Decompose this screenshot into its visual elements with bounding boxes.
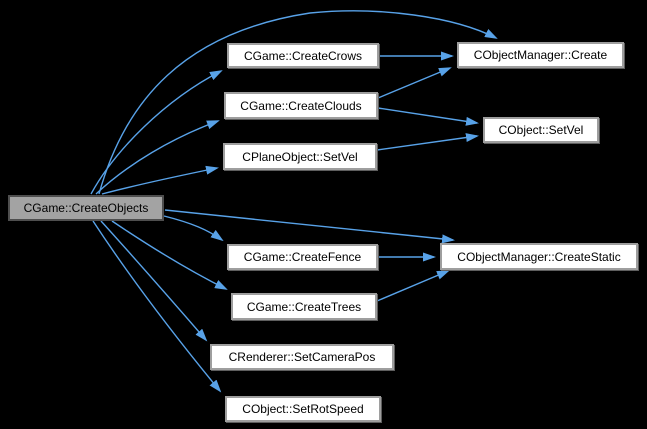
node-create-fence[interactable]: CGame::CreateFence (227, 244, 378, 270)
node-objectmanager-create[interactable]: CObjectManager::Create (457, 42, 624, 68)
node-renderer-setcamerapos[interactable]: CRenderer::SetCameraPos (210, 344, 394, 370)
node-cobject-setvel[interactable]: CObject::SetVel (483, 117, 599, 143)
node-create-clouds[interactable]: CGame::CreateClouds (224, 92, 378, 119)
node-cplaneobject-setvel[interactable]: CPlaneObject::SetVel (223, 143, 377, 170)
edge-create-objects-to-cplaneobject-setvel (101, 165, 219, 195)
edge-create-objects-to-create-trees (111, 220, 228, 290)
edge-create-trees-to-objectmanager-createstatic (376, 270, 450, 302)
edge-create-objects-to-cobject-setrotspeed (92, 220, 222, 393)
node-create-crows[interactable]: CGame::CreateCrows (227, 43, 379, 68)
edge-create-objects-to-renderer-setcamerapos (100, 220, 208, 342)
edge-create-clouds-to-objectmanager-create (377, 67, 452, 99)
edge-create-clouds-to-cobject-setvel (377, 107, 479, 126)
node-cobject-setrotspeed[interactable]: CObject::SetRotSpeed (225, 396, 381, 422)
node-objectmanager-createstatic[interactable]: CObjectManager::CreateStatic (440, 243, 638, 270)
edge-create-objects-to-objectmanager-createstatic (164, 209, 455, 244)
node-create-objects: CGame::CreateObjects (8, 195, 164, 221)
edge-create-objects-to-objectmanager-create (98, 10, 498, 195)
edge-create-objects-to-create-clouds (95, 120, 220, 195)
edge-create-objects-to-create-fence (163, 215, 224, 242)
edge-cplaneobject-setvel-to-cobject-setvel (376, 133, 479, 151)
edge-create-objects-to-create-crows (90, 70, 223, 195)
node-create-trees[interactable]: CGame::CreateTrees (231, 293, 377, 320)
